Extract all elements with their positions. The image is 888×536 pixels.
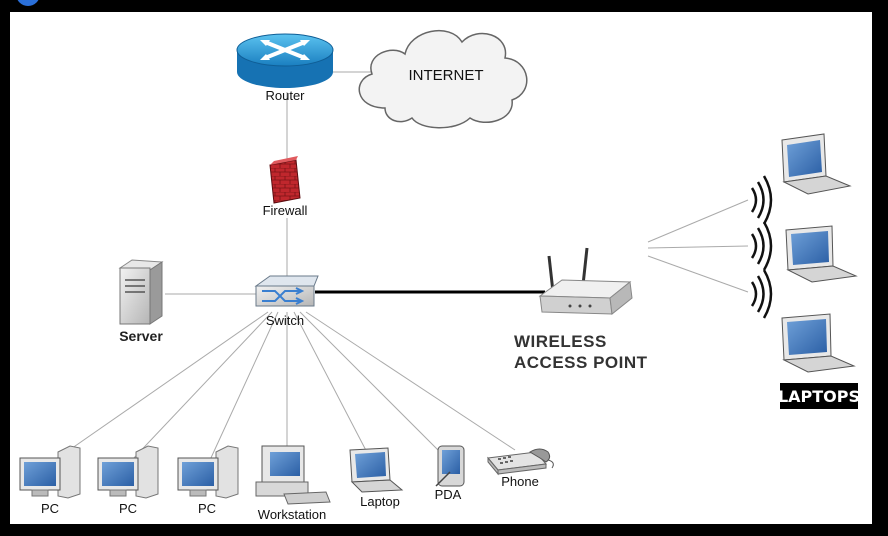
pc3-label: PC [198, 501, 216, 516]
workstation-icon [255, 445, 331, 505]
access-point-icon [538, 247, 633, 315]
internet-label: INTERNET [409, 67, 484, 84]
firewall-icon [269, 156, 301, 204]
laptop-icon [781, 313, 856, 373]
wap-label-line2: ACCESS POINT [514, 353, 648, 372]
phone-label: Phone [501, 474, 539, 489]
phone-icon [487, 448, 554, 476]
switch-label: Switch [266, 313, 304, 328]
laptop-label: Laptop [360, 494, 400, 509]
firewall-label: Firewall [263, 203, 308, 218]
pc2-label: PC [119, 501, 137, 516]
pda-icon [435, 445, 465, 487]
server-icon [118, 259, 164, 325]
router-icon [236, 33, 334, 88]
laptop-icon [349, 447, 404, 493]
cloud-icon [358, 29, 528, 129]
switch-icon [254, 275, 319, 307]
pc-icon [19, 445, 81, 499]
server-label: Server [119, 328, 163, 344]
corner-badge [16, 0, 40, 6]
connections [54, 71, 749, 463]
wireless-signal-icon [750, 175, 773, 319]
laptop-icon [785, 225, 858, 283]
laptop-icon [781, 133, 852, 195]
pc1-label: PC [41, 501, 59, 516]
pda-label: PDA [435, 487, 462, 502]
pc-icon [97, 445, 159, 499]
workstation-label: Workstation [258, 507, 326, 522]
router-label: Router [265, 88, 305, 103]
laptops-label: LAPTOPS [778, 387, 860, 406]
wap-label-line1: WIRELESS [514, 332, 607, 351]
pc-icon [177, 445, 239, 499]
laptops-label-bg [780, 383, 858, 409]
